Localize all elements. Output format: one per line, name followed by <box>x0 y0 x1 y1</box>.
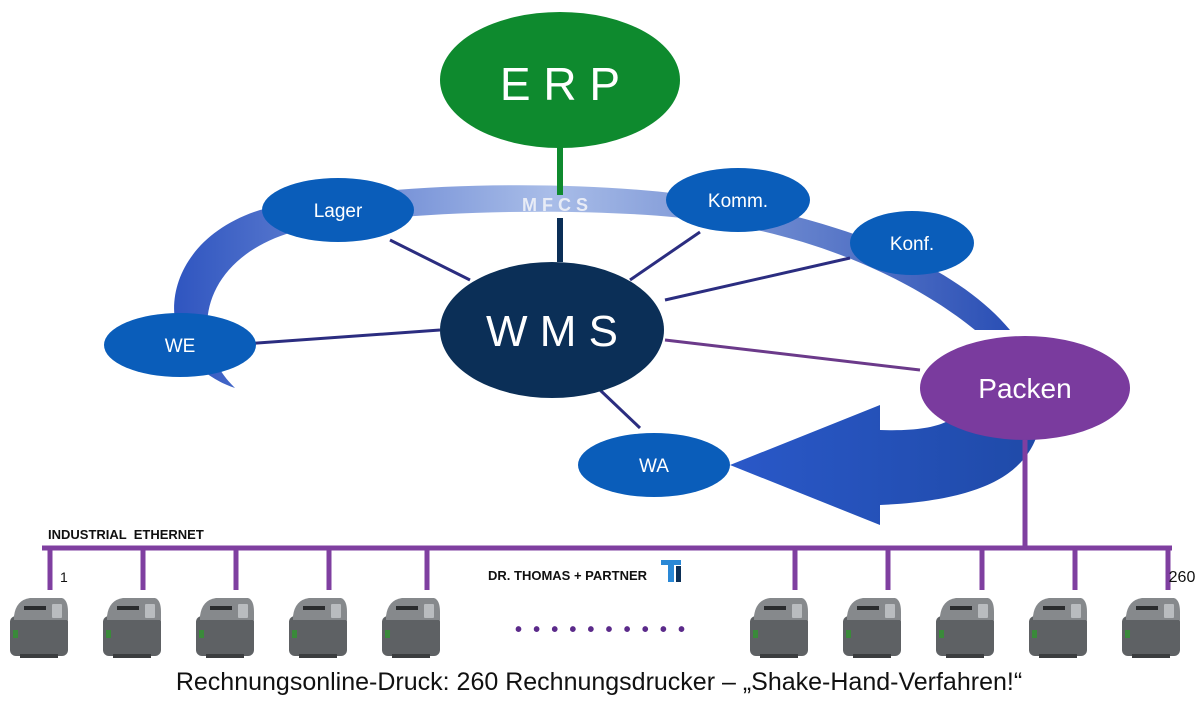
printer-first-label: 1 <box>60 569 68 585</box>
printer-icon <box>1029 598 1087 658</box>
mfcs-label: M F C S <box>522 195 588 215</box>
konf-label: Konf. <box>890 234 934 255</box>
lager-label: Lager <box>314 201 363 222</box>
printers-right <box>750 598 1180 658</box>
partner-logo-icon <box>661 560 681 582</box>
printer-icon <box>103 598 161 658</box>
we-node <box>104 313 256 377</box>
packen-label: Packen <box>978 373 1071 404</box>
printer-icon <box>750 598 808 658</box>
wms-packen-connector <box>664 338 921 372</box>
printer-icon <box>382 598 440 658</box>
erp-label: E R P <box>500 58 620 110</box>
partner-label: DR. THOMAS + PARTNER <box>488 568 648 583</box>
mfcs-ring <box>174 185 1011 388</box>
komm-label: Komm. <box>708 191 768 212</box>
lager-node <box>262 178 414 242</box>
printer-icon <box>196 598 254 658</box>
wms-connectors <box>229 230 851 430</box>
printer-icon <box>289 598 347 658</box>
network-label: INDUSTRIAL ETHERNET <box>48 527 204 542</box>
printer-last-label: 260 <box>1169 569 1196 586</box>
wa-node <box>578 433 730 497</box>
printer-icon <box>10 598 68 658</box>
wms-label: W M S <box>486 307 618 356</box>
printer-icon <box>1122 598 1180 658</box>
konf-node <box>850 211 974 275</box>
printers-left <box>10 598 440 658</box>
wa-label: WA <box>639 456 669 477</box>
printer-icon <box>936 598 994 658</box>
wms-node <box>440 262 664 398</box>
printer-ellipsis: • • • • • • • • • • <box>515 619 685 641</box>
ethernet-bus <box>42 440 1172 590</box>
diagram-caption: Rechnungsonline-Druck: 260 Rechnungsdruc… <box>175 668 1023 696</box>
komm-node <box>666 168 810 232</box>
erp-node <box>440 12 680 148</box>
packen-node <box>920 336 1130 440</box>
we-label: WE <box>165 336 196 357</box>
printer-icon <box>843 598 901 658</box>
